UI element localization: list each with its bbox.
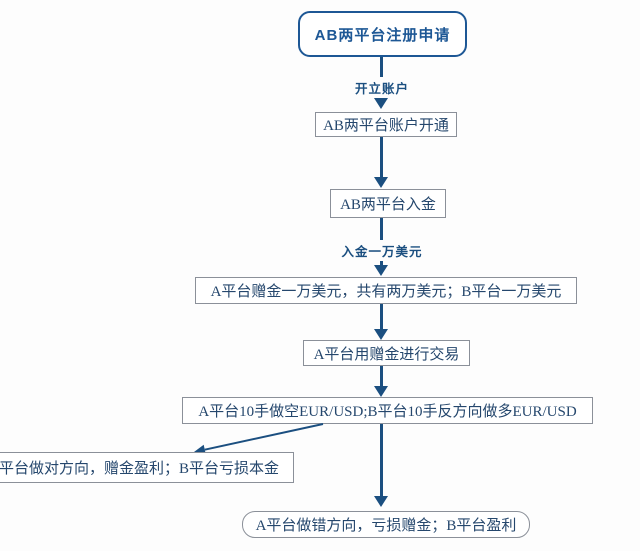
edge-label-open-account: 开立账户 — [332, 77, 432, 98]
arrowhead-down-icon — [374, 386, 388, 397]
arrowhead-down-icon — [374, 177, 388, 188]
arrow-bonus-to-trade — [380, 304, 383, 329]
node-registration-start: AB两平台注册申请 — [298, 11, 467, 57]
node-result-left: 平台做对方向，赠金盈利；B平台亏损本金 — [0, 452, 294, 483]
node-trade: A平台用赠金进行交易 — [303, 340, 470, 366]
node-deposit: AB两平台入金 — [330, 189, 446, 218]
node-hedge: A平台10手做空EUR/USD;B平台10手反方向做多EUR/USD — [182, 397, 593, 424]
node-account-open: AB两平台账户开通 — [315, 112, 457, 137]
node-bonus: A平台赠金一万美元，共有两万美元；B平台一万美元 — [195, 277, 577, 304]
arrowhead-down-icon — [374, 329, 388, 340]
arrowhead-down-icon — [374, 98, 388, 109]
arrow-hedge-to-bottom-result — [380, 424, 383, 496]
node-result-bottom: A平台做错方向，亏损赠金；B平台盈利 — [242, 511, 530, 538]
arrowhead-down-icon — [374, 265, 388, 276]
arrow-trade-to-hedge — [380, 366, 383, 386]
arrow-open-to-deposit — [380, 137, 383, 177]
arrowhead-down-icon — [374, 496, 388, 507]
arrow-hedge-to-left-result — [192, 423, 324, 457]
edge-label-deposit-amount: 入金一万美元 — [327, 240, 437, 261]
